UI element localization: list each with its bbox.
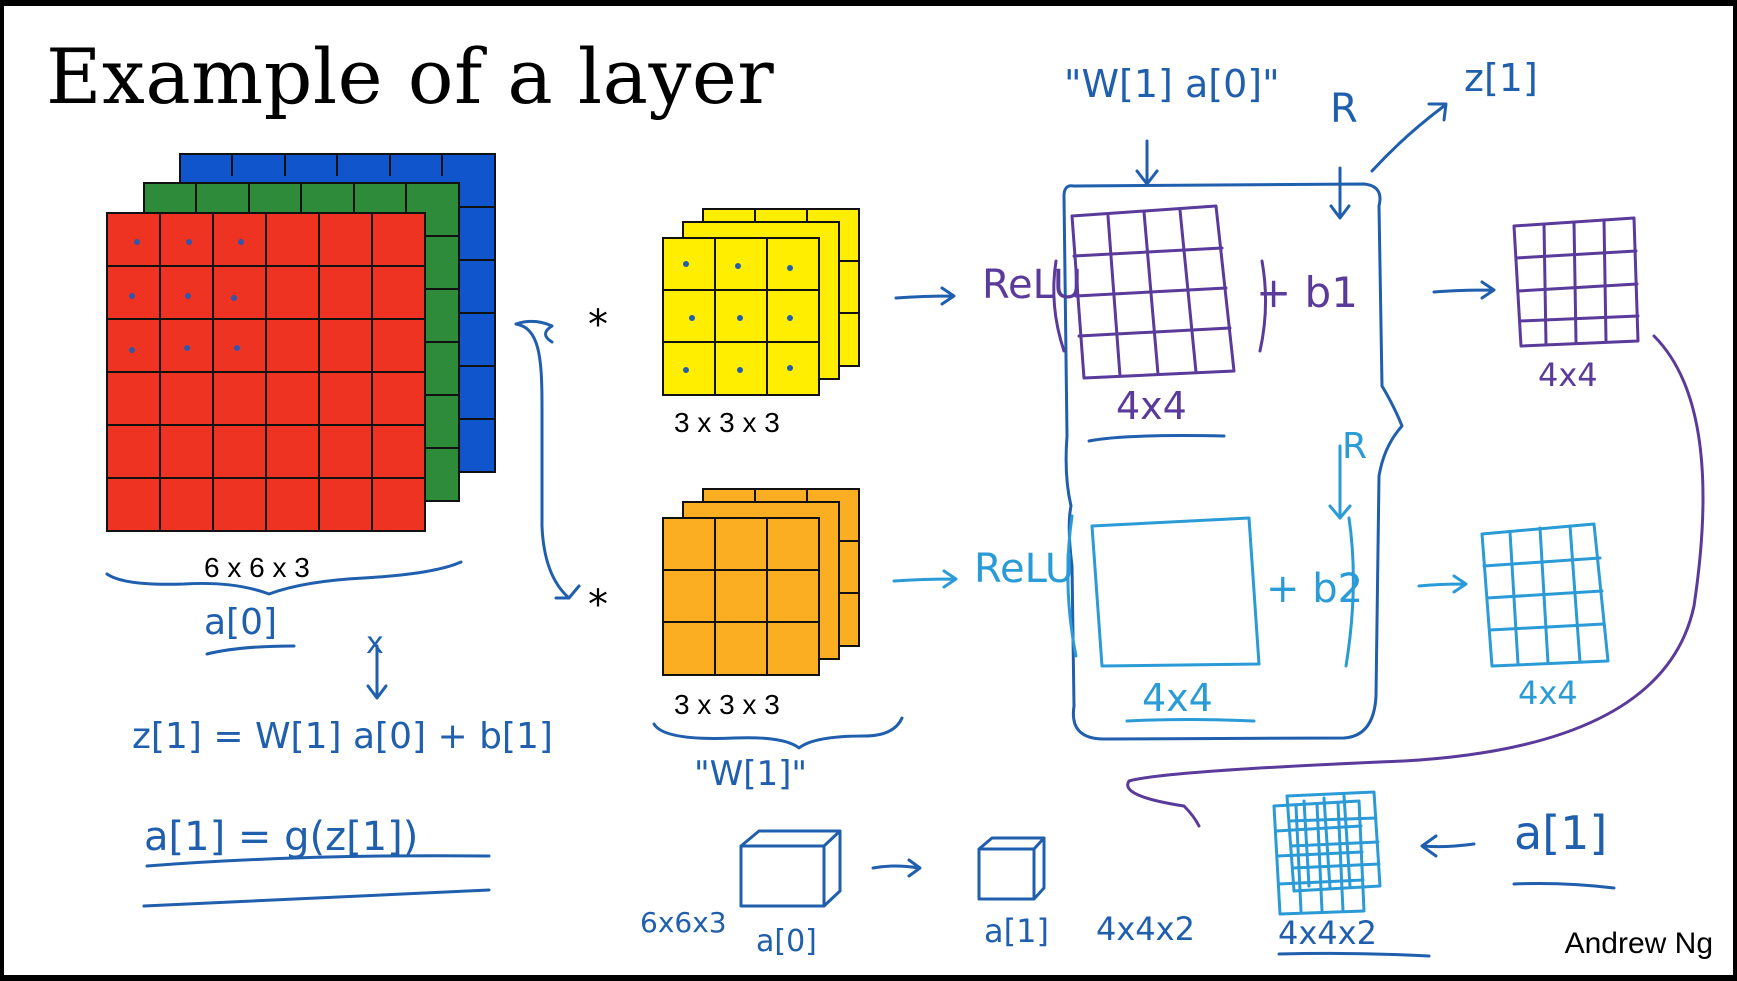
filter2-dims-label: 3 x 3 x 3 xyxy=(674,689,780,720)
hw-equation-a: a[1] = g(z[1]) xyxy=(144,814,419,860)
input-dims-label: 6 x 6 x 3 xyxy=(204,552,310,583)
hw-x-mark: x xyxy=(366,626,384,661)
hw-relu-top: ReLU xyxy=(982,262,1083,308)
slide-canvas: Example of a layer xyxy=(4,6,1733,975)
input-volume xyxy=(106,153,496,532)
author-credit: Andrew Ng xyxy=(1564,927,1713,960)
hw-4x4-top-right: 4x4 xyxy=(1538,356,1598,394)
hw-a0-under-input: a[0] xyxy=(204,602,278,643)
hw-4x4-top: 4x4 xyxy=(1116,384,1187,428)
hw-filter-weight-label: "W[1]" xyxy=(694,754,808,794)
hw-4x4x2-bottom: 4x4x2 xyxy=(1096,910,1195,948)
hw-equation-z: z[1] = W[1] a[0] + b[1] xyxy=(132,716,553,757)
hw-R-top: R xyxy=(1330,86,1358,132)
hw-4x4-bottom: 4x4 xyxy=(1142,676,1213,720)
hw-a1-bottom: a[1] xyxy=(984,912,1049,950)
convolution-star-top: * xyxy=(588,302,608,348)
input-channel-red xyxy=(106,212,426,532)
hw-top-weight-label: "W[1] a[0]" xyxy=(1064,62,1280,106)
filter1-dims-label: 3 x 3 x 3 xyxy=(674,407,780,438)
ink-cyan-strokes xyxy=(892,444,1610,916)
hw-R-mid: R xyxy=(1342,426,1368,467)
filter-orange xyxy=(662,488,860,676)
hw-relu-bottom: ReLU xyxy=(974,546,1075,592)
hw-6x6x3-bottom: 6x6x3 xyxy=(640,906,727,939)
diagram-drawing xyxy=(105,102,1705,958)
slide-title: Example of a layer xyxy=(46,32,775,121)
hw-a1-right: a[1] xyxy=(1514,806,1608,860)
hw-4x4-bottom-right: 4x4 xyxy=(1518,674,1578,712)
hw-a0-bottom: a[0] xyxy=(756,924,817,959)
ink-blue-strokes xyxy=(105,102,1616,958)
hw-4x4x2-right: 4x4x2 xyxy=(1278,914,1377,952)
filter-yellow xyxy=(662,208,860,396)
hw-z1-label: z[1] xyxy=(1464,56,1538,100)
convolution-star-bottom: * xyxy=(588,582,608,628)
hw-bias2: + b2 xyxy=(1266,566,1364,612)
hw-bias1: + b1 xyxy=(1256,268,1358,317)
ink-purple-strokes xyxy=(1052,204,1705,828)
